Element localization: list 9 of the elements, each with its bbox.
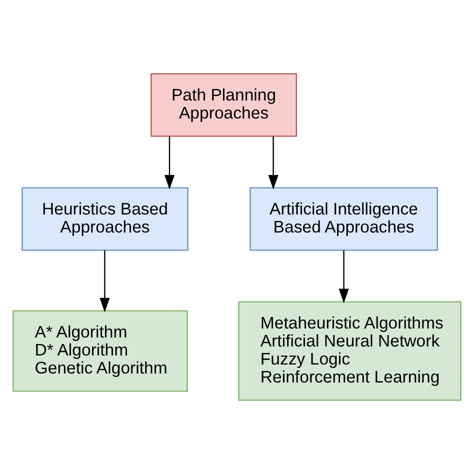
node-box: A* Algorithm D* Algorithm Genetic Algorithm xyxy=(12,310,188,392)
node-box: Artificial Intelligence Based Approaches xyxy=(250,187,438,251)
arrow xyxy=(164,136,175,190)
arrow xyxy=(268,136,278,190)
node-box: Path Planning Approaches xyxy=(150,73,297,137)
node-box: Heuristics Based Approaches xyxy=(22,187,188,251)
arrow xyxy=(338,250,349,304)
node-box: Metaheuristic Algorithms Artificial Neural Network Fuzzy Logic Reinforcement Learning xyxy=(238,301,462,401)
arrow xyxy=(100,250,110,312)
